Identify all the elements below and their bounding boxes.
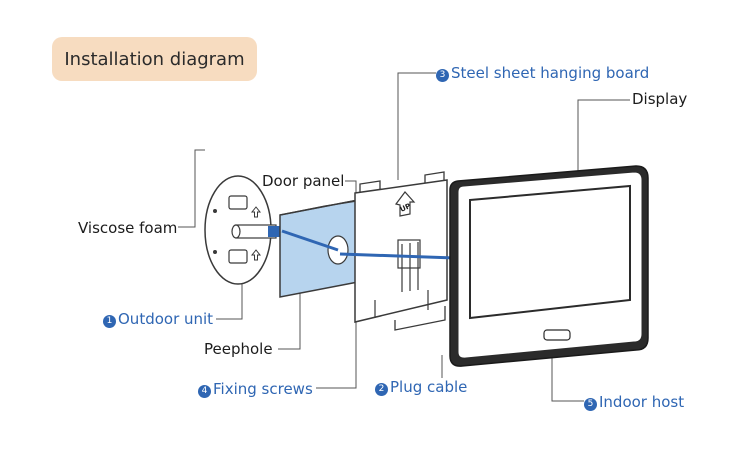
leader-steel-sheet <box>397 72 436 180</box>
label-text: Display <box>632 90 688 108</box>
label-text: Outdoor unit <box>118 310 214 328</box>
steel-sheet-hook-left <box>359 180 381 192</box>
steel-sheet-drawing: UP <box>339 171 456 331</box>
label-peephole: Peephole <box>204 340 273 358</box>
label-display: Display <box>632 90 687 108</box>
arrow-up-icon <box>250 206 262 218</box>
leader-outdoor-unit <box>216 268 243 320</box>
label-number-badge: 1 <box>103 315 116 328</box>
label-door-panel: Door panel <box>262 172 344 190</box>
screw-hole-icon <box>213 209 217 213</box>
label-text: Fixing screws <box>213 380 313 398</box>
label-number-badge: 4 <box>198 385 211 398</box>
label-text: Plug cable <box>390 378 468 396</box>
diagram-title: Installation diagram <box>52 37 257 81</box>
indoor-host-button <box>543 329 571 341</box>
label-text: Indoor host <box>599 393 685 411</box>
steel-sheet-bottom-tab <box>394 306 446 331</box>
label-number-badge: 3 <box>436 69 449 82</box>
plug-cable-line <box>339 252 456 260</box>
label-text: Steel sheet hanging board <box>451 64 650 82</box>
display-screen <box>469 184 631 320</box>
diagram-title-text: Installation diagram <box>64 48 245 70</box>
outdoor-unit-connector <box>268 226 282 237</box>
screw-hole-icon <box>213 250 217 254</box>
leader-indoor-host <box>551 340 584 402</box>
steel-sheet-hook-right <box>424 171 445 183</box>
arrow-up-icon <box>250 249 262 261</box>
indoor-host-drawing <box>449 165 649 367</box>
label-text: Peephole <box>204 340 273 358</box>
steel-sheet-bracket <box>397 239 421 269</box>
label-number-badge: 2 <box>375 383 388 396</box>
leader-lines <box>178 72 630 402</box>
plate-up-text: UP <box>399 202 412 214</box>
outdoor-unit-barrel-end <box>231 224 241 239</box>
leader-viscose-foam <box>178 149 205 228</box>
label-text: Viscose foam <box>78 219 178 237</box>
outdoor-unit-pad-top <box>228 195 248 210</box>
up-arrow-icon <box>394 191 416 217</box>
label-text: Door panel <box>262 172 345 190</box>
cable-through-door <box>281 229 339 252</box>
label-number-badge: 5 <box>584 398 597 411</box>
outdoor-unit-pad-bottom <box>228 249 248 264</box>
leader-display <box>577 99 630 188</box>
outdoor-unit-drawing <box>204 175 282 285</box>
label-viscose-foam: Viscose foam <box>78 219 177 237</box>
